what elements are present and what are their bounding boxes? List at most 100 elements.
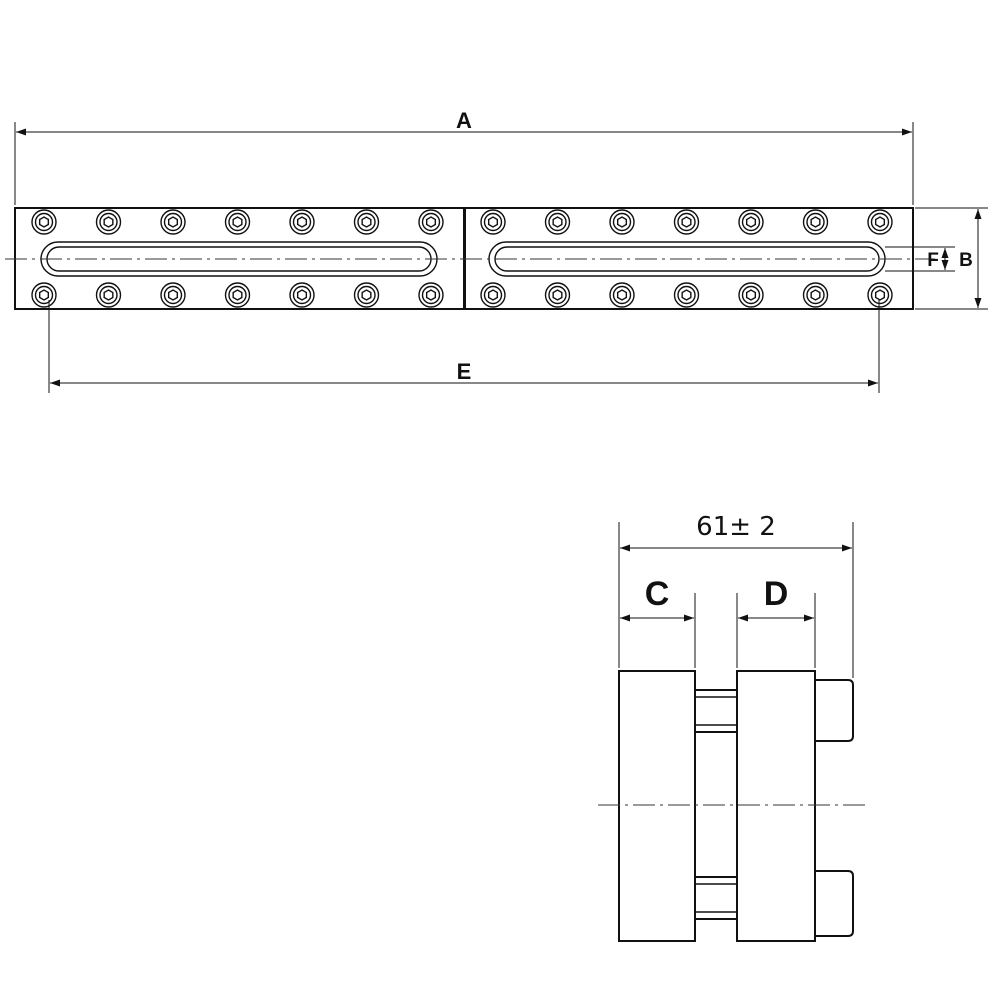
side-view: 61± 2 C D <box>598 512 870 942</box>
hex-socket-icon <box>745 216 757 228</box>
hex-socket-icon <box>232 216 243 228</box>
dimension-c: C <box>620 575 696 668</box>
bolt-head-outer <box>418 282 444 308</box>
hex-socket-icon <box>361 289 372 301</box>
bolt-head <box>353 209 380 235</box>
bolt-head-outer <box>95 282 122 308</box>
bolt-head-outer <box>480 282 506 308</box>
bolt-head-inner <box>421 212 441 232</box>
bolt-head-inner <box>163 285 183 305</box>
bolt-head <box>289 209 315 235</box>
hex-socket-icon <box>38 216 50 228</box>
bolt-head <box>31 209 57 235</box>
label-width-tolerance: 61± 2 <box>696 512 776 542</box>
bolt-head-outer <box>31 282 57 308</box>
bolt-head-inner <box>34 285 54 305</box>
bolt-head-inner <box>677 212 696 232</box>
hex-socket-icon <box>103 216 114 228</box>
bolt-head-inner <box>870 285 890 305</box>
bolt-head-inner <box>870 212 890 232</box>
label-f: F <box>927 250 939 271</box>
bolt-head <box>544 282 571 308</box>
bolt-head-lower <box>814 870 854 937</box>
bolt-head-outer <box>160 282 186 308</box>
hex-socket-icon <box>874 289 886 301</box>
hex-socket-icon <box>38 289 50 301</box>
bolt-head-outer <box>609 282 635 308</box>
bolt-head-outer <box>673 282 700 308</box>
hex-socket-icon <box>681 289 692 301</box>
bolt-head <box>673 209 700 235</box>
bolt-head-outer <box>95 209 122 235</box>
bolt-head-inner <box>483 285 503 305</box>
bolt-head <box>418 209 444 235</box>
bolt-head <box>609 282 635 308</box>
hex-socket-icon <box>425 289 437 301</box>
bolt-head <box>738 282 764 308</box>
bolt-head-inner <box>357 212 376 232</box>
bolt-head-outer <box>353 282 380 308</box>
dimension-d: D <box>736 575 816 668</box>
bolt-head <box>289 282 315 308</box>
hex-socket-icon <box>425 216 437 228</box>
bolt-shaft-upper <box>694 689 738 733</box>
label-c: C <box>645 575 670 613</box>
bolt-head-outer <box>738 282 764 308</box>
bolt-head <box>867 209 893 235</box>
bolt-head <box>609 209 635 235</box>
hex-socket-icon <box>103 289 114 301</box>
bolt-head <box>867 282 893 308</box>
dimension-a: A <box>14 108 914 205</box>
hex-socket-icon <box>167 216 179 228</box>
bolt-head <box>673 282 700 308</box>
label-d: D <box>764 575 789 613</box>
hex-socket-icon <box>487 289 499 301</box>
hex-socket-icon <box>616 289 628 301</box>
bolt-head-inner <box>741 285 761 305</box>
bolt-head <box>738 209 764 235</box>
bolt-head-outer <box>353 209 380 235</box>
label-e: E <box>457 359 472 384</box>
bolt-head-outer <box>31 209 57 235</box>
bolt-head-outer <box>802 282 829 308</box>
bolt-head-inner <box>806 285 825 305</box>
bolt-head-inner <box>677 285 696 305</box>
bolt-head-outer <box>224 209 251 235</box>
bolt-head-outer <box>673 209 700 235</box>
bolt-head-inner <box>292 212 312 232</box>
hex-socket-icon <box>681 216 692 228</box>
dimension-width: 61± 2 <box>618 512 854 678</box>
bolt-head-outer <box>867 209 893 235</box>
bolt-head-inner <box>421 285 441 305</box>
hex-socket-icon <box>552 289 563 301</box>
bolt-head-inner <box>99 212 118 232</box>
bolt-head-inner <box>228 212 247 232</box>
bolt-head <box>160 209 186 235</box>
dimension-e: E <box>48 300 880 393</box>
bolt-shaft-lower <box>694 876 738 920</box>
hex-socket-icon <box>616 216 628 228</box>
hex-socket-icon <box>745 289 757 301</box>
bolt-head <box>544 209 571 235</box>
bolt-head-inner <box>357 285 376 305</box>
bolt-head <box>480 282 506 308</box>
bolt-head-inner <box>483 212 503 232</box>
bolt-head <box>802 209 829 235</box>
hex-socket-icon <box>296 216 308 228</box>
bolt-head <box>480 209 506 235</box>
bolt-head-inner <box>34 212 54 232</box>
bolt-head-outer <box>544 209 571 235</box>
bolt-group <box>31 209 893 308</box>
bolt-head <box>95 209 122 235</box>
top-view: A F B E <box>5 108 988 393</box>
bolt-head-inner <box>806 212 825 232</box>
bolt-head-outer <box>418 209 444 235</box>
bolt-head-outer <box>867 282 893 308</box>
bolt-head-inner <box>99 285 118 305</box>
bolt-head-outer <box>480 209 506 235</box>
bolt-head-outer <box>289 282 315 308</box>
bolt-head-inner <box>228 285 247 305</box>
bolt-head-inner <box>548 212 567 232</box>
bolt-head-inner <box>292 285 312 305</box>
